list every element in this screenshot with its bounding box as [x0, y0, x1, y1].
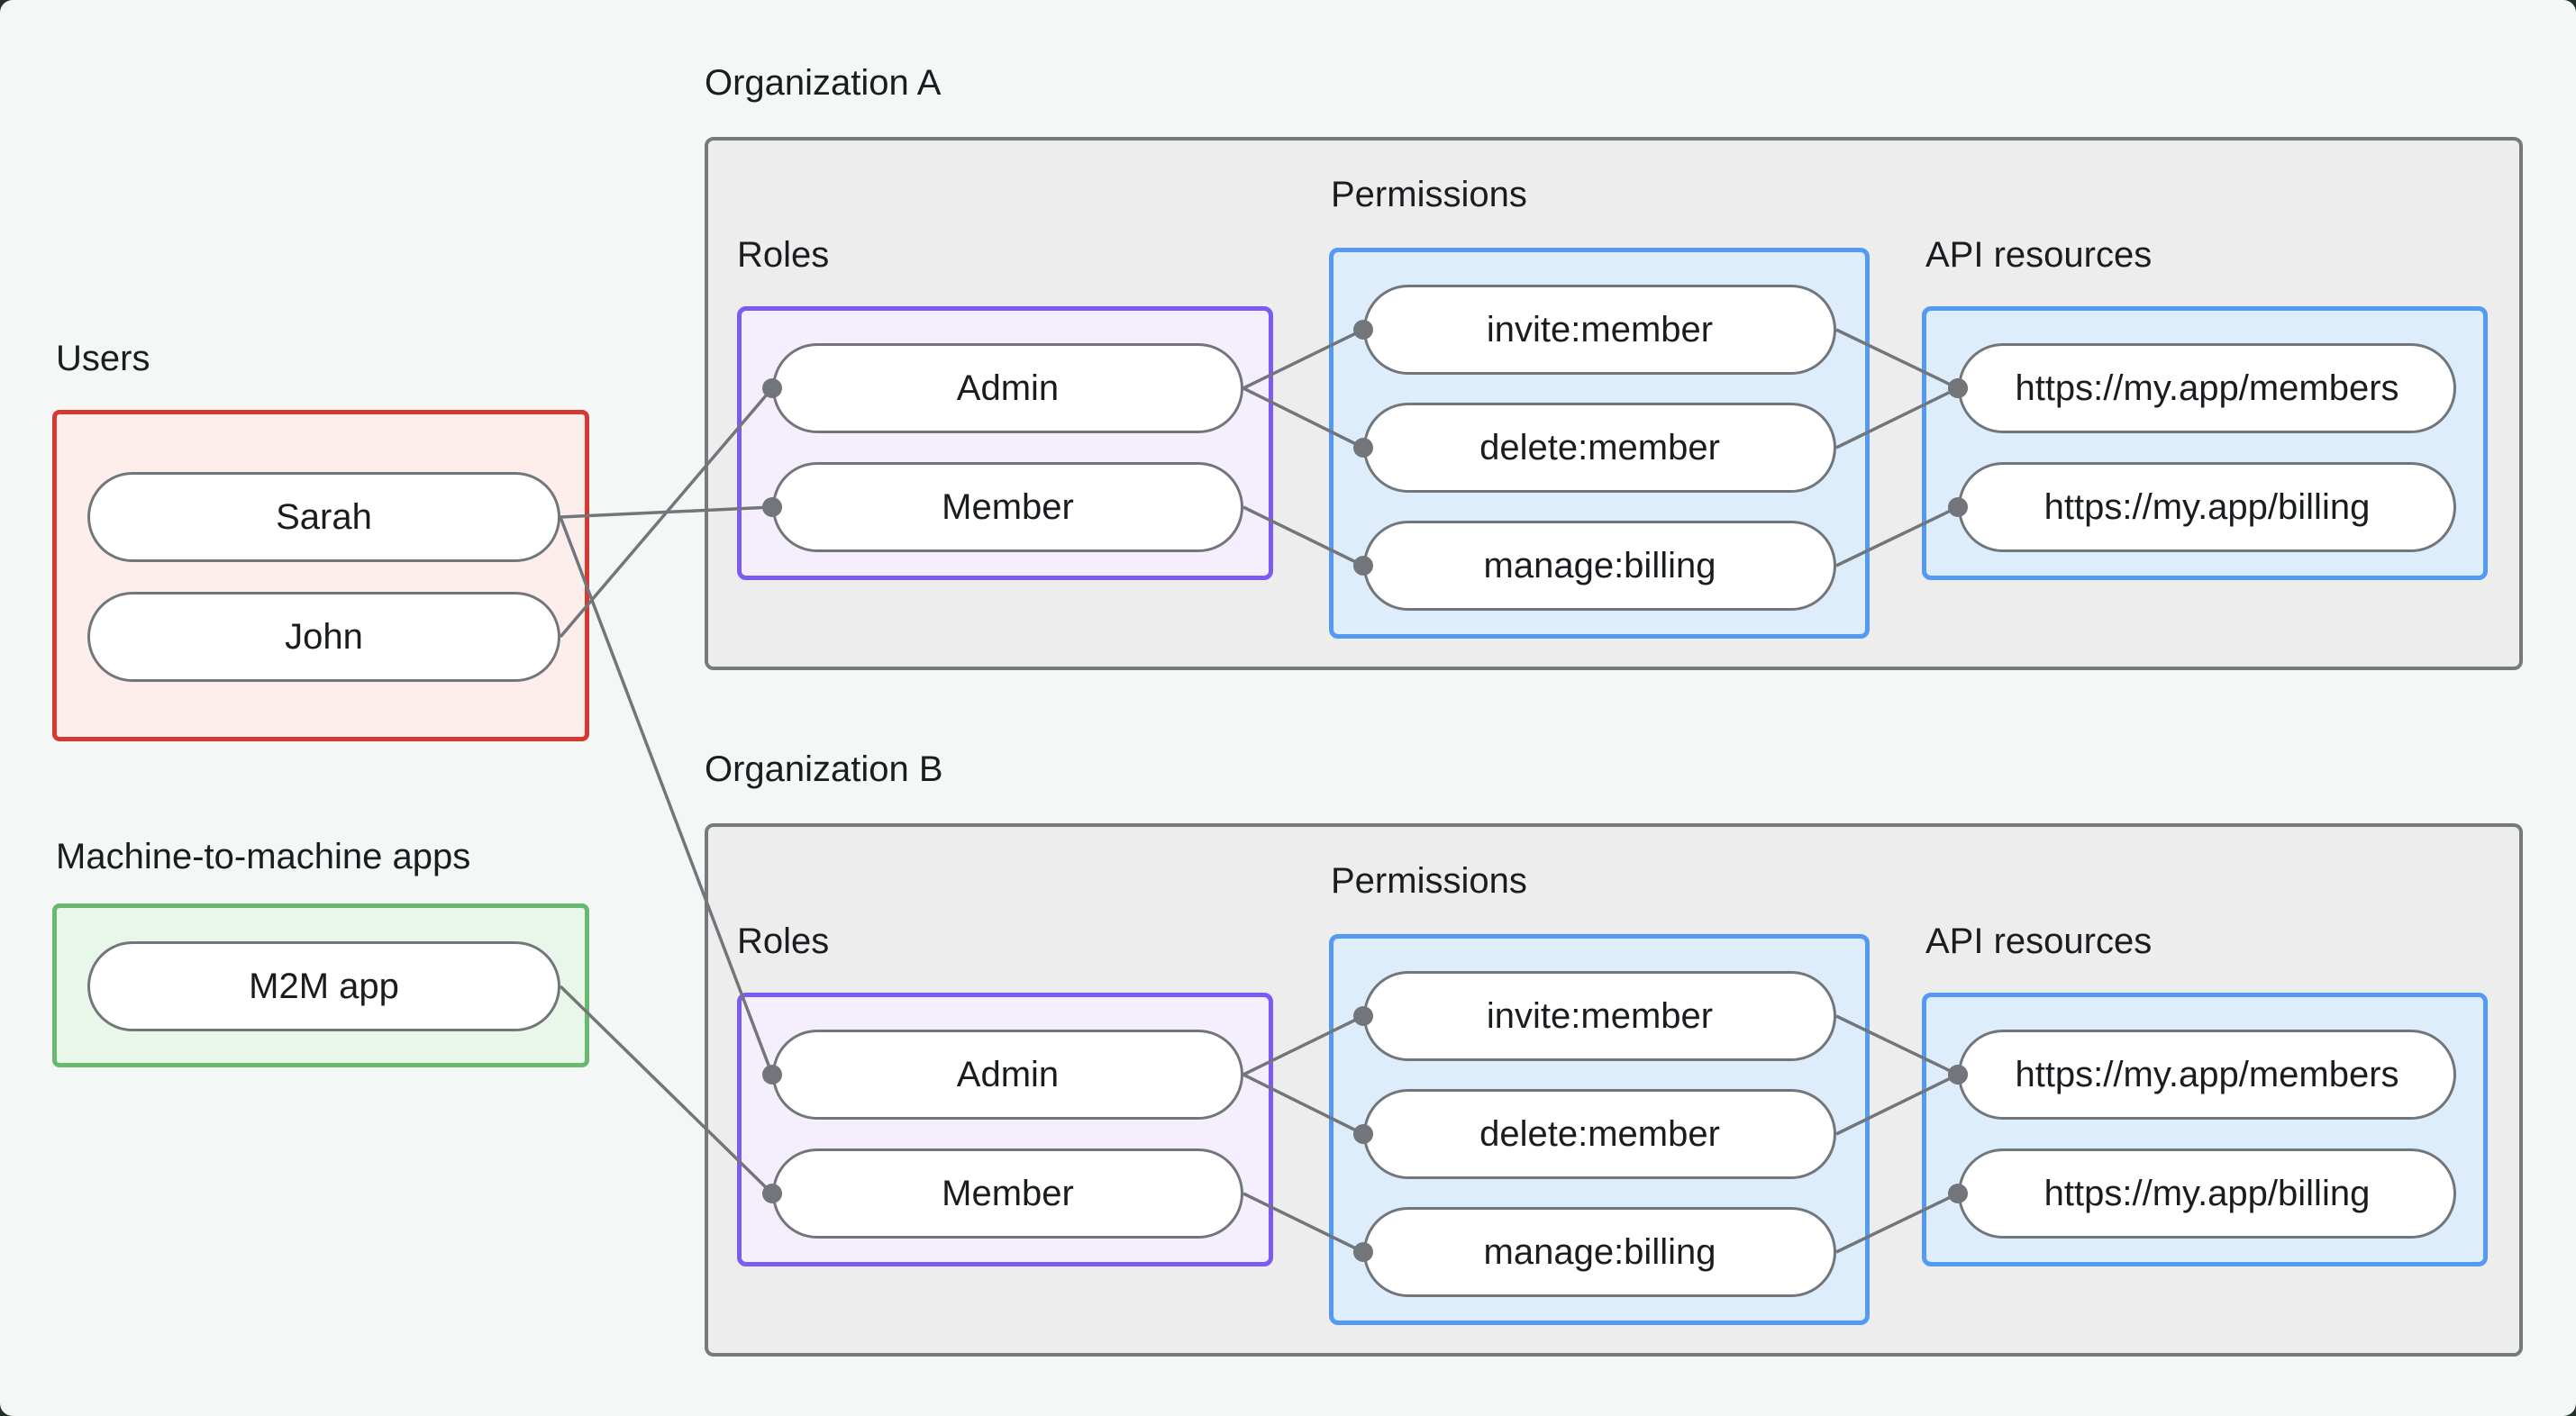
- node-org-b-api-billing: https://my.app/billing: [1958, 1148, 2456, 1239]
- node-org-b-permission-manage-billing: manage:billing: [1363, 1207, 1836, 1297]
- node-org-a-permission-manage-billing: manage:billing: [1363, 521, 1836, 611]
- node-org-b-role-admin: Admin: [772, 1030, 1243, 1120]
- org-b-roles-label: Roles: [737, 921, 830, 961]
- node-org-a-permission-invite-member: invite:member: [1363, 285, 1836, 375]
- users-group-label: Users: [56, 339, 150, 378]
- node-user-sarah: Sarah: [87, 472, 560, 562]
- org-a-label: Organization A: [705, 63, 942, 103]
- org-a-permissions-label: Permissions: [1331, 175, 1527, 214]
- node-user-john: John: [87, 592, 560, 682]
- node-org-a-role-admin: Admin: [772, 343, 1243, 433]
- node-org-a-permission-delete-member: delete:member: [1363, 403, 1836, 493]
- org-a-api-resources-label: API resources: [1925, 235, 2153, 275]
- org-b-permissions-label: Permissions: [1331, 861, 1527, 901]
- node-org-a-api-members: https://my.app/members: [1958, 343, 2456, 433]
- node-org-b-permission-invite-member: invite:member: [1363, 971, 1836, 1061]
- org-b-api-resources-label: API resources: [1925, 921, 2153, 961]
- node-org-b-role-member: Member: [772, 1148, 1243, 1239]
- org-a-roles-label: Roles: [737, 235, 830, 275]
- users-group-box: [52, 410, 589, 741]
- org-b-label: Organization B: [705, 749, 943, 789]
- node-org-a-role-member: Member: [772, 462, 1243, 552]
- m2m-group-label: Machine-to-machine apps: [56, 837, 471, 876]
- node-m2m-app: M2M app: [87, 941, 560, 1031]
- node-org-b-api-members: https://my.app/members: [1958, 1030, 2456, 1120]
- node-org-a-api-billing: https://my.app/billing: [1958, 462, 2456, 552]
- node-org-b-permission-delete-member: delete:member: [1363, 1089, 1836, 1179]
